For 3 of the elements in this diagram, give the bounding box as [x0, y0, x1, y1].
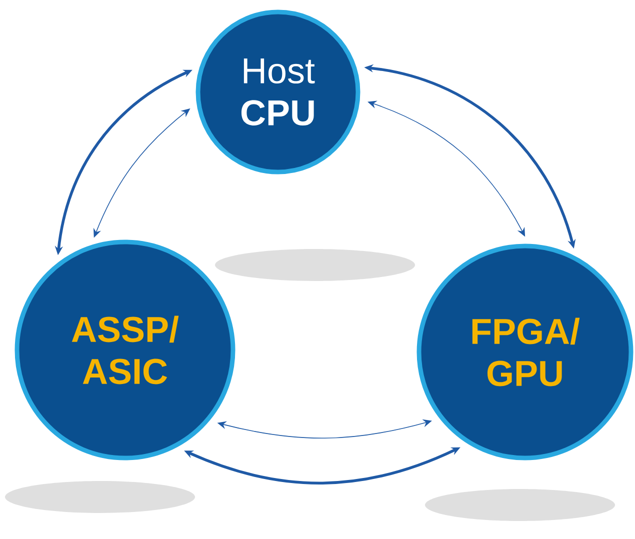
circle-node: ASSP/ ASIC [14, 240, 236, 460]
circle-node: FPGA/ GPU [416, 244, 634, 460]
circle-node: Host CPU [196, 10, 360, 174]
